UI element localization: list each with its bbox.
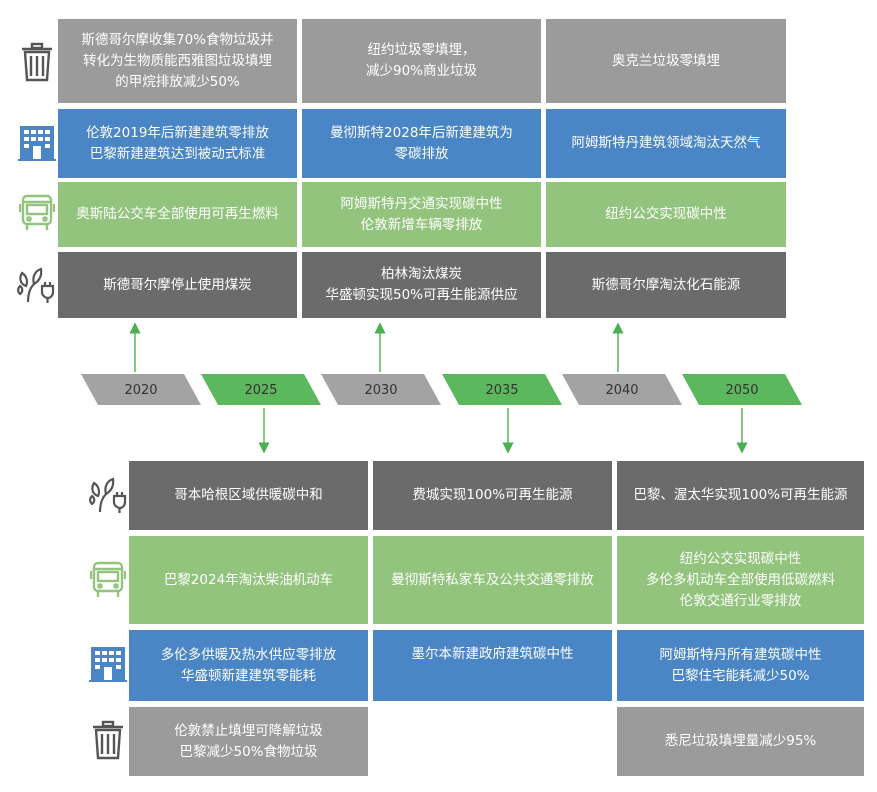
year-label-2020: 2020	[124, 382, 158, 398]
bottom-transport-2035: 曼彻斯特私家车及公共交通零排放	[373, 536, 612, 624]
top-waste-2030: 纽约垃圾零填埋， 减少90%商业垃圾	[302, 19, 541, 103]
top-energy-2040: 斯德哥尔摩淘汰化石能源	[546, 252, 786, 318]
year-label-2035: 2035	[485, 382, 519, 398]
top-transport-2030: 阿姆斯特丹交通实现碳中性 伦敦新增车辆零排放	[302, 182, 541, 247]
bottom-energy-2025: 哥本哈根区域供暖碳中和	[129, 461, 368, 530]
top-energy-2030: 柏林淘汰煤炭 华盛顿实现50%可再生能源供应	[302, 252, 541, 318]
year-shape-2025	[201, 374, 321, 405]
bus-icon	[19, 194, 55, 230]
top-building-2020: 伦敦2019年后新建建筑零排放 巴黎新建建筑达到被动式标准	[58, 109, 297, 178]
plant-plug-icon	[89, 477, 127, 513]
bottom-energy-2035: 费城实现100%可再生能源	[373, 461, 612, 530]
top-transport-2020: 奥斯陆公交车全部使用可再生燃料	[58, 182, 297, 247]
top-transport-2040: 纽约公交实现碳中性	[546, 182, 786, 247]
bottom-waste-2025: 伦敦禁止填埋可降解垃圾 巴黎减少50%食物垃圾	[129, 707, 368, 776]
bottom-transport-2050: 纽约公交实现碳中性 多伦多机动车全部使用低碳燃料 伦敦交通行业零排放	[617, 536, 864, 624]
year-shape-2050	[682, 374, 802, 405]
building-icon	[18, 126, 56, 161]
bottom-building-2035: 墨尔本新建政府建筑碳中性	[373, 630, 612, 701]
top-energy-2020: 斯德哥尔摩停止使用煤炭	[58, 252, 297, 318]
bus-icon	[90, 561, 126, 597]
trash-can-icon	[93, 720, 123, 760]
year-label-2050: 2050	[725, 382, 759, 398]
year-shape-2035	[442, 374, 562, 405]
bottom-building-2025: 多伦多供暖及热水供应零排放 华盛顿新建建筑零能耗	[129, 630, 368, 701]
bottom-waste-2050: 悉尼垃圾填埋量减少95%	[617, 707, 864, 776]
top-waste-2020: 斯德哥尔摩收集70%食物垃圾并 转化为生物质能西雅图垃圾填埋 的甲烷排放减少50…	[58, 19, 297, 103]
bottom-transport-2025: 巴黎2024年淘汰柴油机动车	[129, 536, 368, 624]
year-label-2030: 2030	[364, 382, 398, 398]
top-building-2040: 阿姆斯特丹建筑领域淘汰天然气	[546, 109, 786, 178]
plant-plug-icon	[17, 267, 55, 303]
year-label-2040: 2040	[605, 382, 639, 398]
trash-can-icon	[22, 42, 52, 82]
year-label-2025: 2025	[244, 382, 278, 398]
year-shape-2030	[321, 374, 441, 405]
top-building-2030: 曼彻斯特2028年后新建建筑为 零碳排放	[302, 109, 541, 178]
bottom-energy-2050: 巴黎、渥太华实现100%可再生能源	[617, 461, 864, 530]
top-waste-2040: 奥克兰垃圾零填埋	[546, 19, 786, 103]
building-icon	[89, 647, 127, 682]
year-shape-2040	[562, 374, 682, 405]
bottom-building-2050: 阿姆斯特丹所有建筑碳中性 巴黎住宅能耗减少50%	[617, 630, 864, 701]
year-shape-2020	[81, 374, 201, 405]
